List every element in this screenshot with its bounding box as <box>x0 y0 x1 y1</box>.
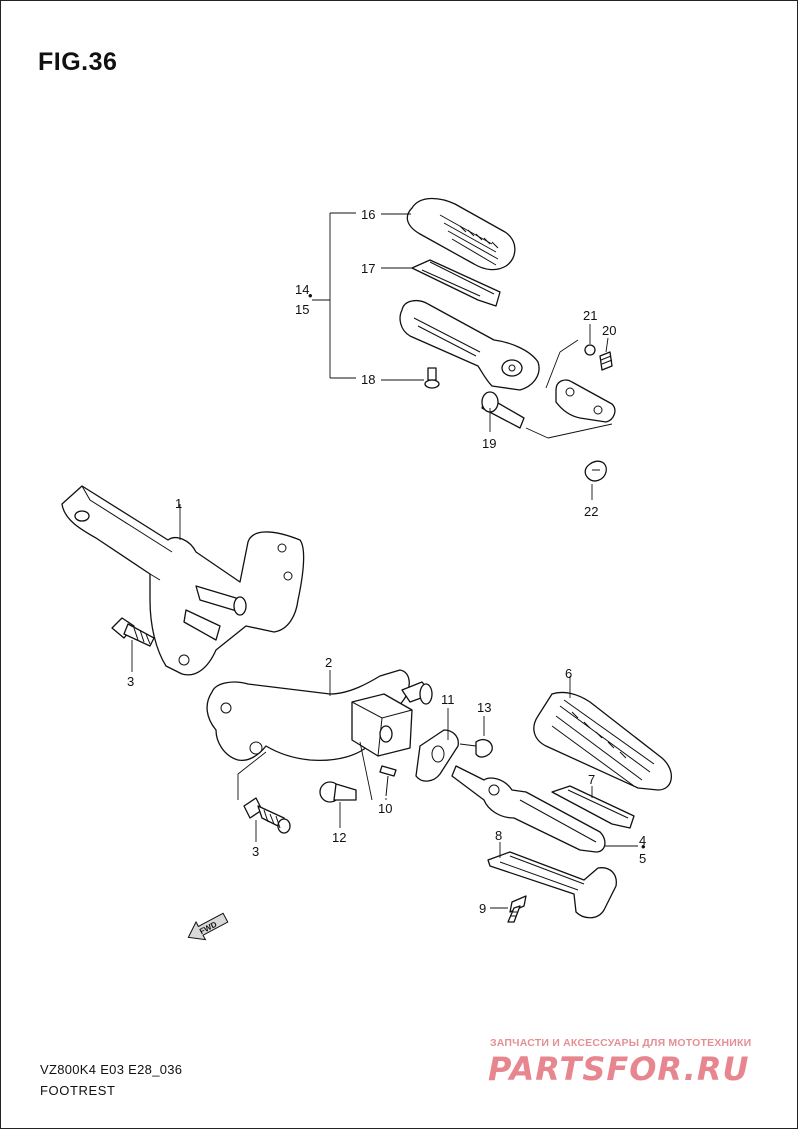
part-11-plate <box>415 729 459 782</box>
part-4-footrest-arm <box>451 765 606 853</box>
bracket-group-14-15 <box>312 212 356 379</box>
callout-21: 21 <box>583 308 597 323</box>
callout-22: 22 <box>584 504 598 519</box>
part-17-plate <box>411 259 501 307</box>
callout-9: 9 <box>479 901 486 916</box>
callout-3-lower: 3 <box>252 844 259 859</box>
callout-13: 13 <box>477 700 491 715</box>
assembly-lines-lower <box>237 741 373 801</box>
callout-20: 20 <box>602 323 616 338</box>
callout-12: 12 <box>332 830 346 845</box>
part-19-pin <box>481 391 525 429</box>
part-3-bolt-lower <box>243 797 291 834</box>
callout-2: 2 <box>325 655 332 670</box>
part-12-pivot-pin <box>319 781 357 803</box>
part-21-ball <box>584 344 596 356</box>
watermark-tagline: ЗАПЧАСТИ И АКСЕССУАРЫ ДЛЯ МОТОТЕХНИКИ <box>490 1037 752 1049</box>
callout-16: 16 <box>361 207 375 222</box>
assembly-lines-upper <box>525 339 613 439</box>
callout-15: 15 <box>295 302 309 317</box>
callout-10: 10 <box>378 801 392 816</box>
callout-5: 5 <box>639 851 646 866</box>
part-14-footrest-bracket <box>399 299 540 391</box>
callout-1: 1 <box>175 496 182 511</box>
figure-title: FIG.36 <box>38 48 118 76</box>
leader-20-21 <box>589 324 609 353</box>
part-7-plate <box>551 785 635 829</box>
part-20-spring <box>599 351 613 371</box>
model-code: VZ800K4 E03 E28_036 <box>40 1062 183 1077</box>
leader-13 <box>459 716 485 747</box>
group-bracket-line <box>312 212 356 379</box>
part-3-bolt-upper <box>111 617 155 647</box>
part-18-bolt <box>424 367 440 389</box>
part-1-main-bracket <box>61 485 305 676</box>
part-2-heel-guard <box>206 669 433 762</box>
callout-dot-14-15: • <box>308 288 313 303</box>
callout-4: 4 <box>639 833 646 848</box>
part-9-screw <box>507 895 527 923</box>
callout-17: 17 <box>361 261 375 276</box>
callout-7: 7 <box>588 772 595 787</box>
part-13-clip <box>475 738 493 758</box>
callout-19: 19 <box>482 436 496 451</box>
callout-3-upper: 3 <box>127 674 134 689</box>
part-holder-bracket <box>555 379 616 423</box>
callout-8: 8 <box>495 828 502 843</box>
part-16-footpeg-rubber <box>406 197 516 271</box>
callout-18: 18 <box>361 372 375 387</box>
section-name: FOOTREST <box>40 1083 116 1098</box>
callout-11: 11 <box>441 692 455 707</box>
watermark-logo: PARTSFOR.RU <box>488 1050 750 1088</box>
callout-6: 6 <box>565 666 572 681</box>
part-10-cotter-pin <box>379 765 397 797</box>
part-8-heel-plate <box>487 851 617 919</box>
callout-14: 14 <box>295 282 309 297</box>
part-22-clip <box>584 460 607 482</box>
callout-dot-4-5: • <box>641 839 646 854</box>
fwd-arrow-icon: FWD <box>187 912 229 941</box>
part-6-footpeg-rubber <box>533 691 672 791</box>
